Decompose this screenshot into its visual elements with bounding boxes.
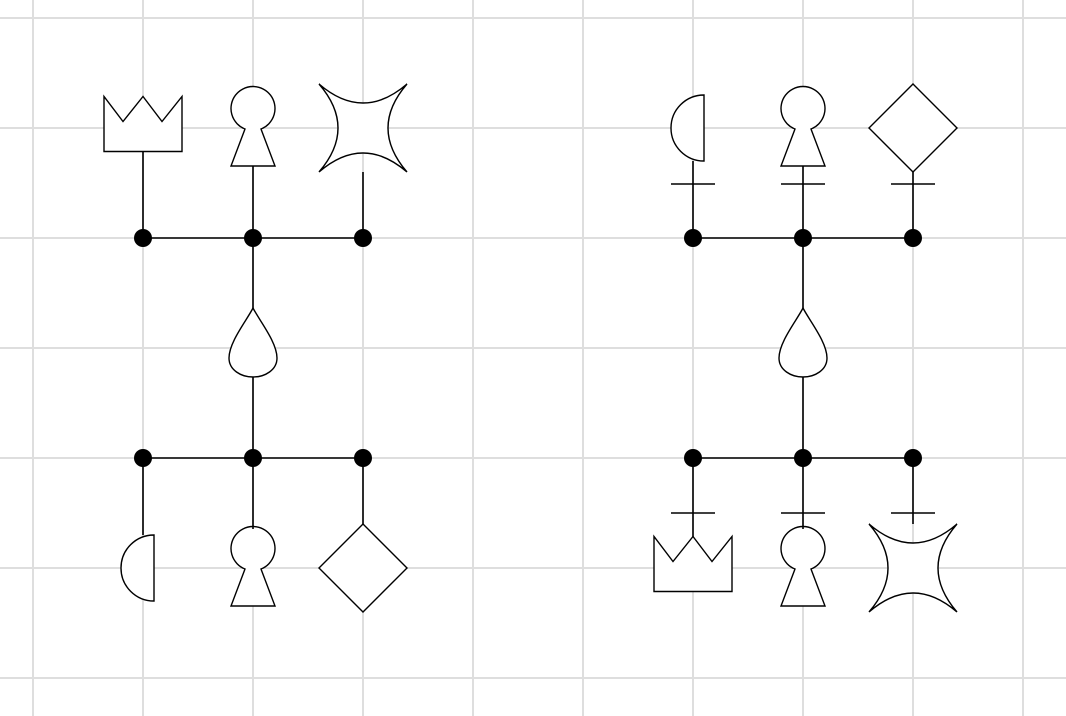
right-tree [653, 83, 958, 613]
junction-dot [794, 229, 812, 247]
left-tree [103, 83, 408, 613]
diagrams-layer [103, 83, 958, 613]
half-disc-icon [120, 534, 155, 602]
keyhole-icon [229, 85, 277, 167]
drop-icon [228, 306, 278, 378]
junction-dot [134, 449, 152, 467]
junction-dot [904, 229, 922, 247]
junction-dot [684, 229, 702, 247]
junction-dot [244, 229, 262, 247]
junction-dot [904, 449, 922, 467]
keyhole-icon [779, 525, 827, 607]
diamond-icon [318, 523, 408, 613]
drop-icon [778, 306, 828, 378]
four-point-star-icon [318, 83, 408, 173]
junction-dot [134, 229, 152, 247]
crown-icon [653, 534, 733, 593]
keyhole-icon [779, 85, 827, 167]
junction-dot [244, 449, 262, 467]
junction-dot [684, 449, 702, 467]
four-point-star-icon [868, 523, 958, 613]
junction-dot [354, 229, 372, 247]
crown-icon [103, 94, 183, 153]
junction-dot [794, 449, 812, 467]
diamond-icon [868, 83, 958, 173]
keyhole-icon [229, 525, 277, 607]
junction-dot [354, 449, 372, 467]
half-disc-icon [670, 94, 705, 162]
